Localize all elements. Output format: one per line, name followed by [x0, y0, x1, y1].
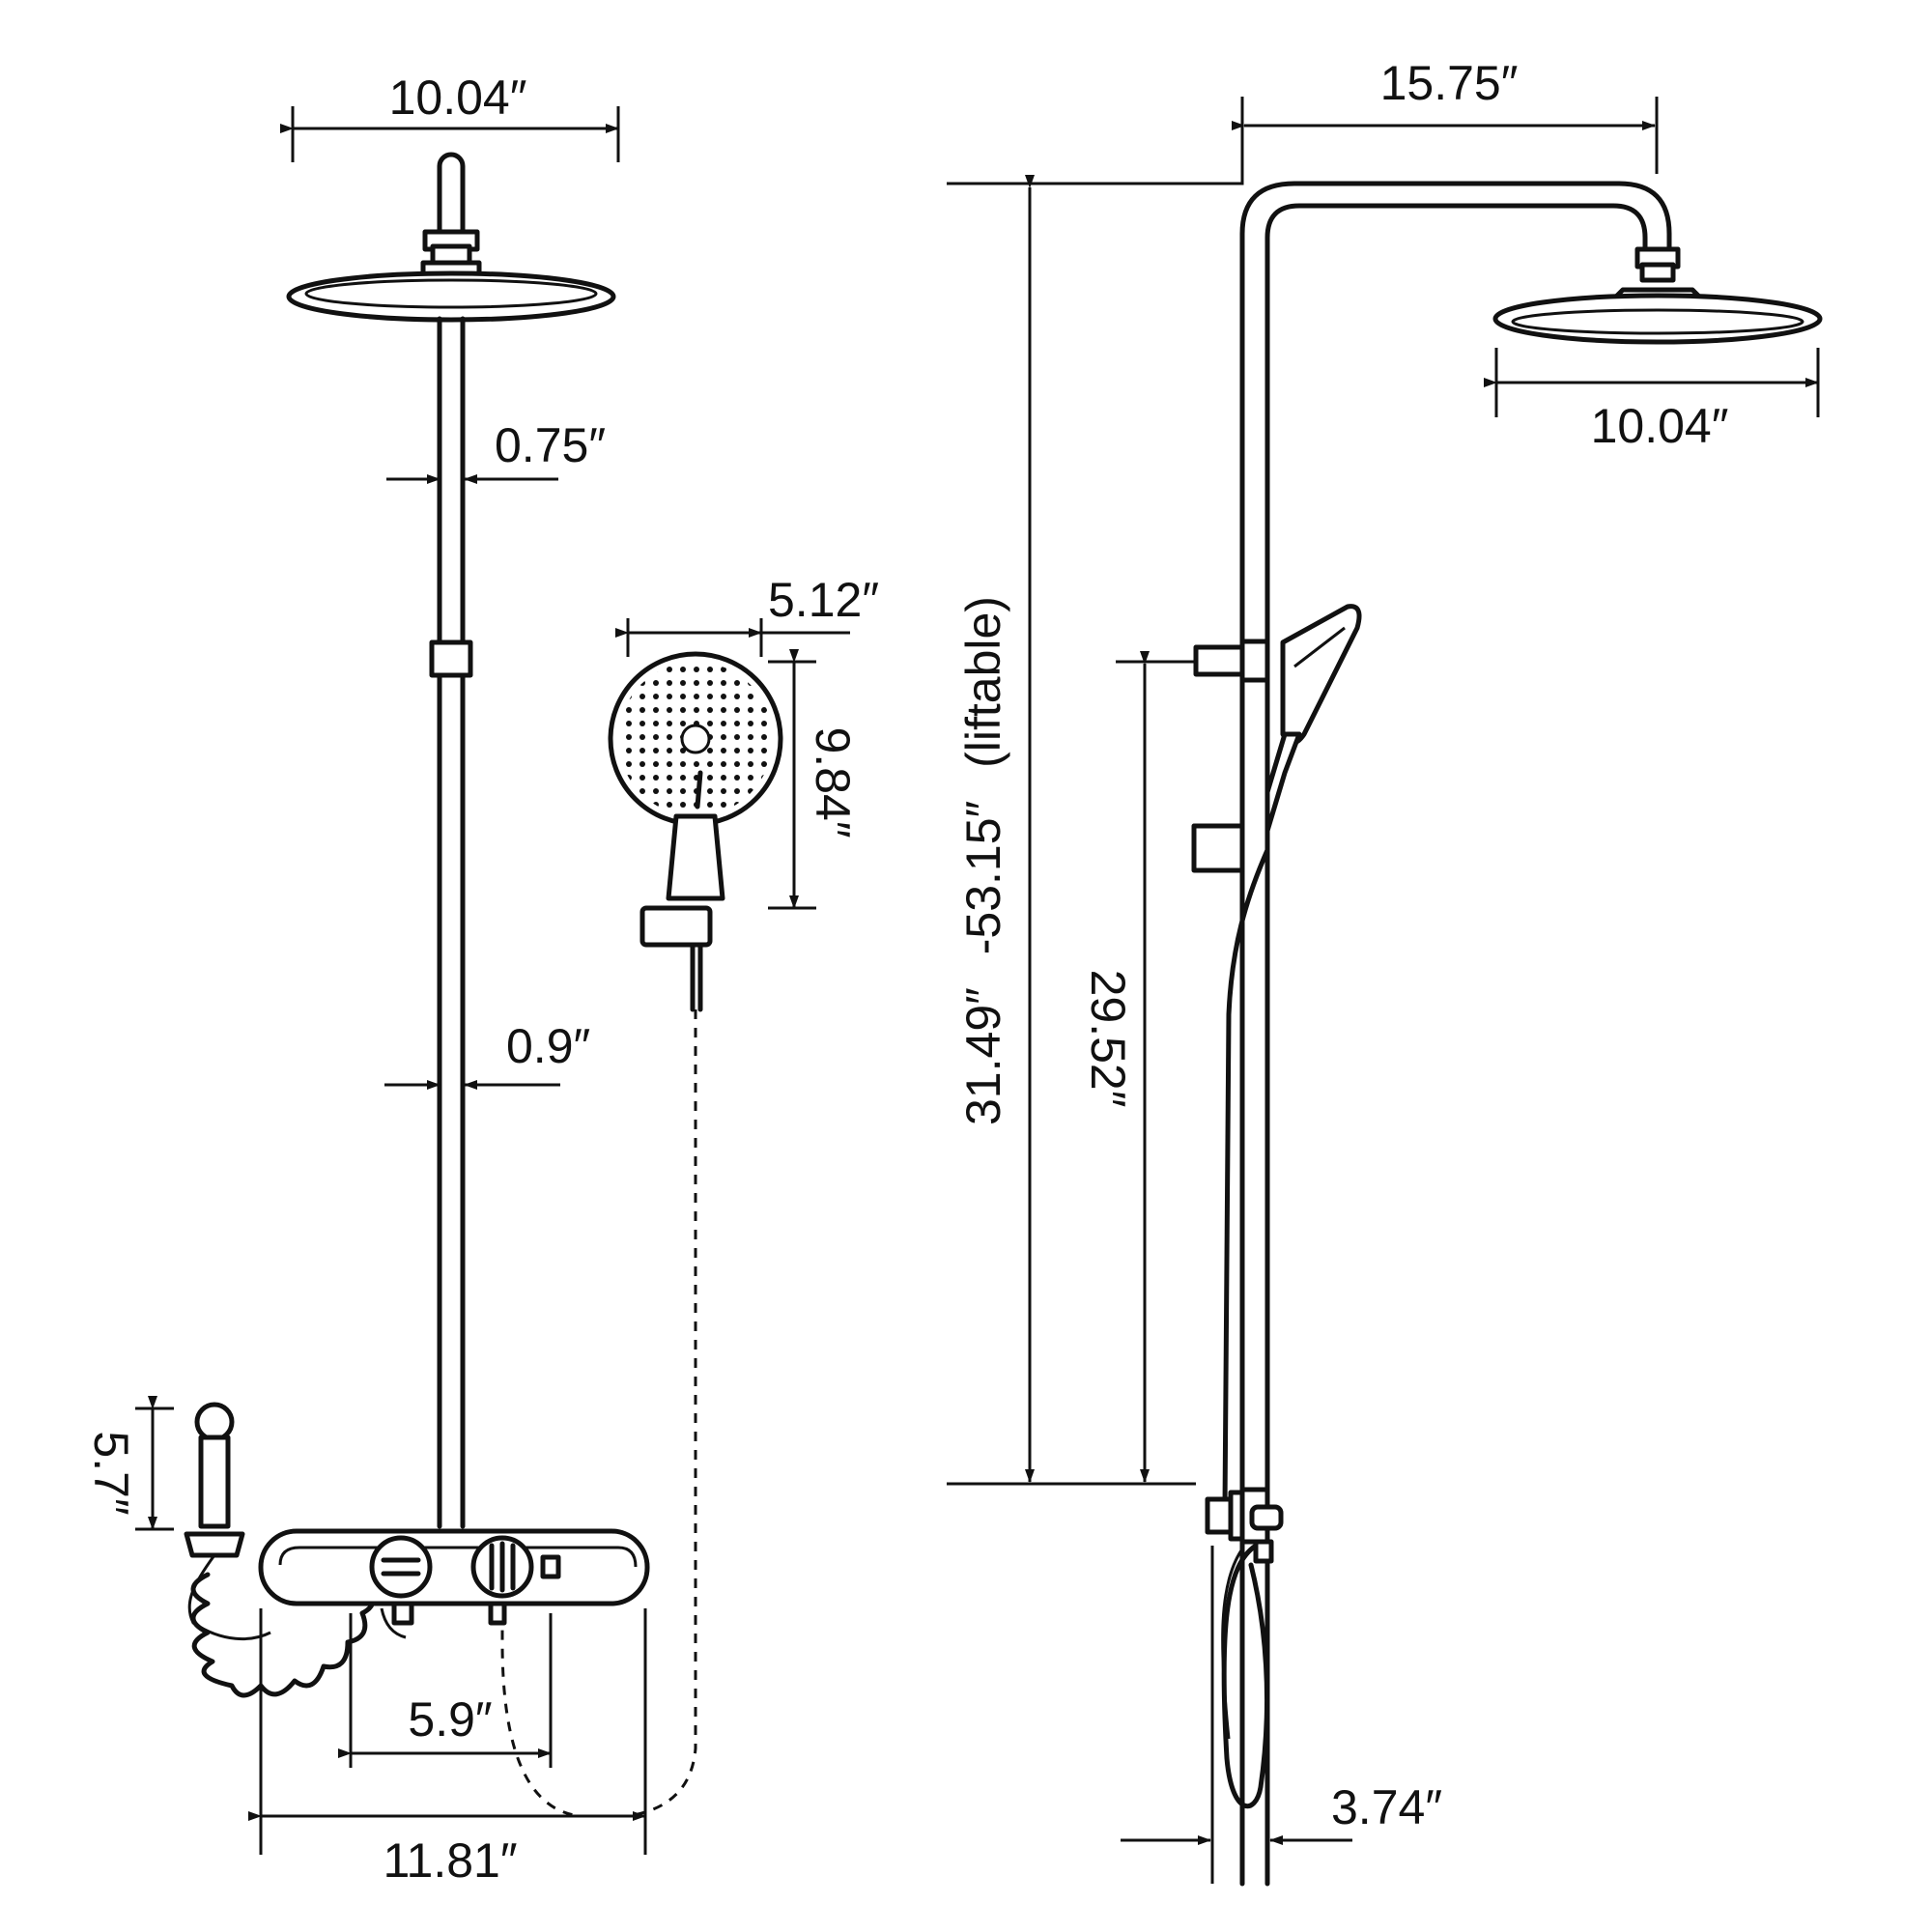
- dim-arm-reach: 15.75″: [1232, 56, 1659, 174]
- label-valve-spacing: 5.9″: [408, 1692, 492, 1747]
- label-handheld-length: 9.84″: [806, 726, 860, 838]
- mixer-valve-bar: [258, 1528, 650, 1639]
- dim-slide-range: 29.52″: [1081, 651, 1196, 1483]
- label-pipe-upper: 0.75″: [495, 418, 606, 472]
- label-handheld-width: 5.12″: [768, 573, 879, 627]
- dim-handheld-width: 5.12″: [615, 573, 879, 657]
- label-arm-reach: 15.75″: [1380, 56, 1519, 110]
- label-side-head-width: 10.04″: [1591, 399, 1729, 453]
- dim-wall-offset: 3.74″: [1121, 1546, 1442, 1884]
- side-wall-connector: [1205, 1487, 1284, 1564]
- rain-shower-head: [286, 152, 616, 323]
- bidet-sprayer: [184, 1402, 271, 1641]
- label-height-min: 31.49″: [956, 987, 1010, 1125]
- dim-pipe-lower: 0.9″: [384, 1019, 590, 1090]
- side-hose: [1221, 847, 1270, 1808]
- svg-text:31.49″ -53.15″: 31.49″ -53.15″ (liftable): [956, 596, 1010, 1125]
- dim-total-height: 31.49″ -53.15″ (liftable): [947, 175, 1196, 1486]
- label-mixer-width: 11.81″: [383, 1833, 517, 1888]
- dim-bidet-height: 5.7″: [84, 1396, 174, 1531]
- side-view: 15.75″ 10.04″ 31.49″ -53.15″ (liftable) …: [947, 56, 1823, 1887]
- label-slide-range: 29.52″: [1081, 970, 1135, 1108]
- label-height-max: -53.15″: [956, 801, 1010, 954]
- hose-dashed: [500, 1009, 697, 1818]
- dim-mixer-width: 11.81″: [248, 1608, 647, 1888]
- dim-pipe-upper: 0.75″: [386, 418, 606, 484]
- side-riser-arm: [1239, 181, 1672, 1887]
- side-handheld: [1191, 604, 1362, 873]
- label-bidet-height: 5.7″: [84, 1431, 138, 1515]
- label-height-note: (liftable): [956, 596, 1010, 768]
- riser-pipe: [429, 316, 473, 1529]
- side-rain-head: [1492, 246, 1823, 345]
- label-wall-offset: 3.74″: [1331, 1780, 1442, 1834]
- front-view: 10.04″ 0.75″ 0.9″ 5.12″ 9.84″: [84, 71, 879, 1888]
- label-pipe-lower: 0.9″: [506, 1019, 590, 1073]
- reference-corner: [947, 97, 1244, 185]
- dim-head-width: 10.04″: [280, 71, 620, 162]
- handheld-shower: [608, 651, 783, 1012]
- dim-handheld-length: 9.84″: [768, 649, 860, 910]
- dim-side-head-width: 10.04″: [1484, 348, 1820, 453]
- label-head-width: 10.04″: [389, 71, 527, 125]
- dim-valve-spacing: 5.9″: [338, 1613, 553, 1768]
